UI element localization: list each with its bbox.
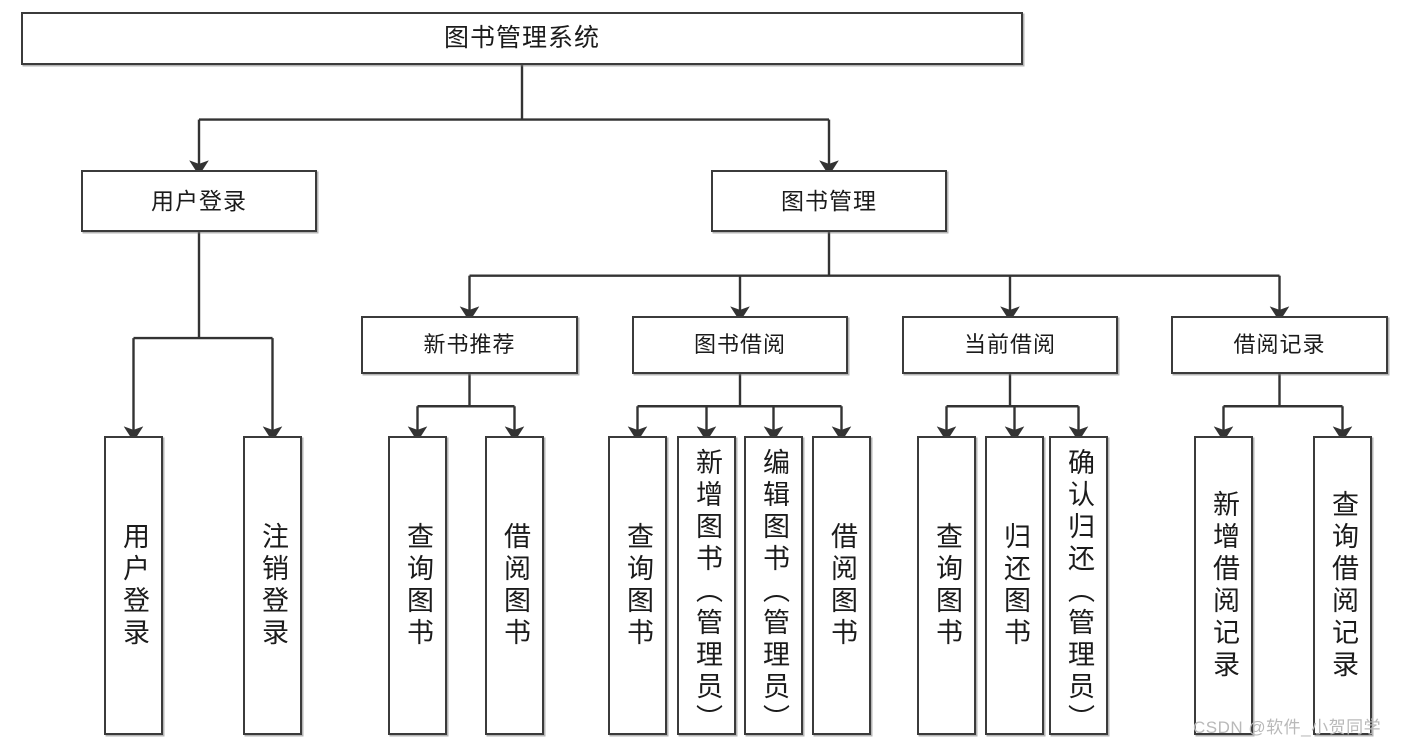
node-leaf-return-book[interactable]: 归还图书: [985, 436, 1044, 735]
node-label-borrow-record: 借阅记录: [1233, 332, 1326, 358]
node-root[interactable]: 图书管理系统: [21, 12, 1023, 65]
node-leaf-user-logout[interactable]: 注销登录: [243, 436, 302, 735]
connector-group: [123, 65, 1353, 442]
node-user-login[interactable]: 用户登录: [81, 170, 317, 232]
node-label-leaf-user-logout: 注销登录: [258, 521, 288, 650]
node-new-book-rec[interactable]: 新书推荐: [361, 316, 578, 374]
node-label-new-book-rec: 新书推荐: [423, 332, 516, 358]
node-leaf-query-book-1[interactable]: 查询图书: [388, 436, 447, 735]
node-label-user-login: 用户登录: [151, 187, 247, 214]
node-leaf-query-book-2[interactable]: 查询图书: [608, 436, 667, 735]
node-label-leaf-edit-book: 编辑图书（管理员）: [759, 448, 789, 736]
node-label-book-borrow: 图书借阅: [693, 332, 786, 358]
node-leaf-borrow-book-1[interactable]: 借阅图书: [485, 436, 544, 735]
node-leaf-borrow-book-2[interactable]: 借阅图书: [812, 436, 871, 735]
node-leaf-query-record[interactable]: 查询借阅记录: [1313, 436, 1372, 735]
node-label-leaf-borrow-book-2: 借阅图书: [827, 521, 857, 650]
node-current-borrow[interactable]: 当前借阅: [902, 316, 1118, 374]
node-label-leaf-add-book: 新增图书（管理员）: [692, 448, 722, 736]
node-leaf-edit-book[interactable]: 编辑图书（管理员）: [744, 436, 803, 736]
node-borrow-record[interactable]: 借阅记录: [1171, 316, 1388, 374]
node-leaf-query-book-3[interactable]: 查询图书: [917, 436, 976, 735]
node-label-leaf-confirm-return: 确认归还（管理员）: [1064, 448, 1094, 736]
node-label-leaf-query-record: 查询借阅记录: [1328, 489, 1358, 682]
node-leaf-add-book[interactable]: 新增图书（管理员）: [677, 436, 736, 736]
node-leaf-user-login[interactable]: 用户登录: [104, 436, 163, 735]
node-label-leaf-query-book-1: 查询图书: [403, 521, 433, 650]
node-label-leaf-query-book-3: 查询图书: [932, 521, 962, 650]
node-label-leaf-borrow-book-1: 借阅图书: [500, 521, 530, 650]
node-label-leaf-return-book: 归还图书: [1000, 521, 1030, 650]
node-leaf-add-record[interactable]: 新增借阅记录: [1194, 436, 1253, 735]
node-label-leaf-query-book-2: 查询图书: [623, 521, 653, 650]
node-leaf-confirm-return[interactable]: 确认归还（管理员）: [1049, 436, 1108, 736]
node-label-book-manage: 图书管理: [781, 187, 877, 214]
node-book-borrow[interactable]: 图书借阅: [632, 316, 848, 374]
node-label-root: 图书管理系统: [443, 24, 600, 53]
node-book-manage[interactable]: 图书管理: [711, 170, 947, 232]
node-label-leaf-add-record: 新增借阅记录: [1209, 489, 1239, 682]
node-label-current-borrow: 当前借阅: [963, 332, 1056, 358]
node-label-leaf-user-login: 用户登录: [119, 521, 149, 650]
